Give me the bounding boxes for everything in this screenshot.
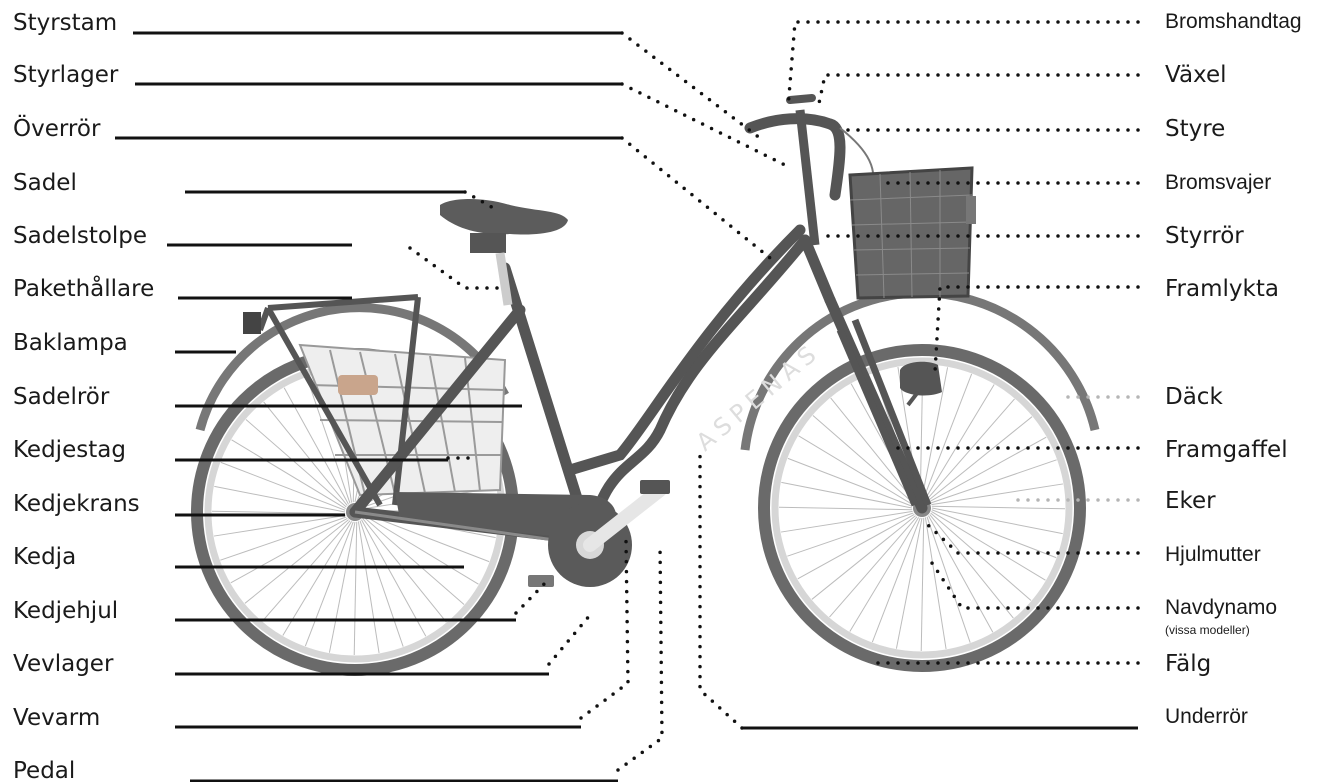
spoke <box>925 385 994 499</box>
label-eker: Eker <box>1165 490 1216 513</box>
label-styre: Styre <box>1165 118 1225 141</box>
label-sadel: Sadel <box>13 172 77 195</box>
spoke <box>931 511 1045 580</box>
label-bromshandtag: Bromshandtag <box>1165 11 1302 32</box>
label-navdynamo: Navdynamo <box>1165 597 1277 618</box>
label-kedjehjul: Kedjehjul <box>13 600 118 623</box>
headlamp <box>900 362 942 396</box>
spoke <box>283 521 352 635</box>
spoke <box>232 440 346 509</box>
spoke <box>781 482 912 508</box>
spoke <box>931 513 1031 601</box>
rear-lamp <box>243 312 261 334</box>
spoke <box>305 522 353 646</box>
bicycle-illustration: ASPENAS <box>197 98 1095 670</box>
label-falg: Fälg <box>1165 653 1211 676</box>
spoke <box>932 506 1065 509</box>
spoke <box>214 486 345 512</box>
spoke <box>245 520 349 604</box>
label-vevlager: Vevlager <box>13 653 113 676</box>
label-pakethallare: Pakethållare <box>13 278 154 301</box>
spoke <box>358 521 379 653</box>
label-overror: Överrör <box>13 118 100 141</box>
spoke <box>363 518 447 622</box>
label-kedjekrans: Kedjekrans <box>13 493 140 516</box>
label-sadelstolpe: Sadelstolpe <box>13 225 147 248</box>
spoke <box>931 484 1063 505</box>
spoke <box>212 511 345 514</box>
label-styrlager: Styrlager <box>13 64 118 87</box>
spoke <box>781 511 913 532</box>
spoke <box>829 517 917 617</box>
label-underror: Underrör <box>1165 706 1248 727</box>
rear-pedal <box>528 575 554 587</box>
label-bromsvajer: Bromsvajer <box>1165 172 1271 193</box>
spoke <box>354 522 357 655</box>
label-styrror: Styrrör <box>1165 225 1244 248</box>
spoke <box>812 516 916 600</box>
spoke <box>788 458 912 506</box>
stem <box>800 110 815 245</box>
label-vaxel: Växel <box>1165 64 1227 87</box>
spoke <box>925 517 946 649</box>
spoke <box>221 462 345 510</box>
spoke <box>896 518 922 649</box>
handlebar <box>750 119 840 195</box>
spoke <box>246 419 346 507</box>
label-framlykta: Framlykta <box>1165 278 1279 301</box>
label-navdynamo-note: (vissa modeller) <box>1165 623 1250 637</box>
spoke <box>932 508 1063 534</box>
spoke <box>779 507 912 510</box>
label-pedal: Pedal <box>13 760 75 782</box>
brake-lever <box>790 98 812 100</box>
label-kedja: Kedja <box>13 546 76 569</box>
front-pedal <box>640 480 670 494</box>
label-framgaffel: Framgaffel <box>1165 439 1288 462</box>
spoke <box>262 521 350 621</box>
spoke <box>329 522 355 653</box>
label-vevarm: Vevarm <box>13 707 100 730</box>
spoke <box>927 399 1015 499</box>
spoke <box>932 510 1056 558</box>
spoke <box>921 518 924 651</box>
saddle <box>440 199 568 235</box>
label-hjulmutter: Hjulmutter <box>1165 544 1261 565</box>
seatpost <box>500 253 508 305</box>
label-sadelror: Sadelrör <box>13 386 109 409</box>
spoke <box>850 517 919 631</box>
label-baklampa: Baklampa <box>13 332 128 355</box>
spoke <box>872 518 920 642</box>
rear-reflector <box>338 375 378 395</box>
label-styrstam: Styrstam <box>13 12 117 35</box>
label-kedjestag: Kedjestag <box>13 439 126 462</box>
front-basket <box>850 168 976 298</box>
spoke <box>930 514 1014 618</box>
label-dack: Däck <box>1165 386 1223 409</box>
spoke <box>364 517 464 605</box>
spoke <box>214 515 346 536</box>
spoke <box>928 417 1032 501</box>
